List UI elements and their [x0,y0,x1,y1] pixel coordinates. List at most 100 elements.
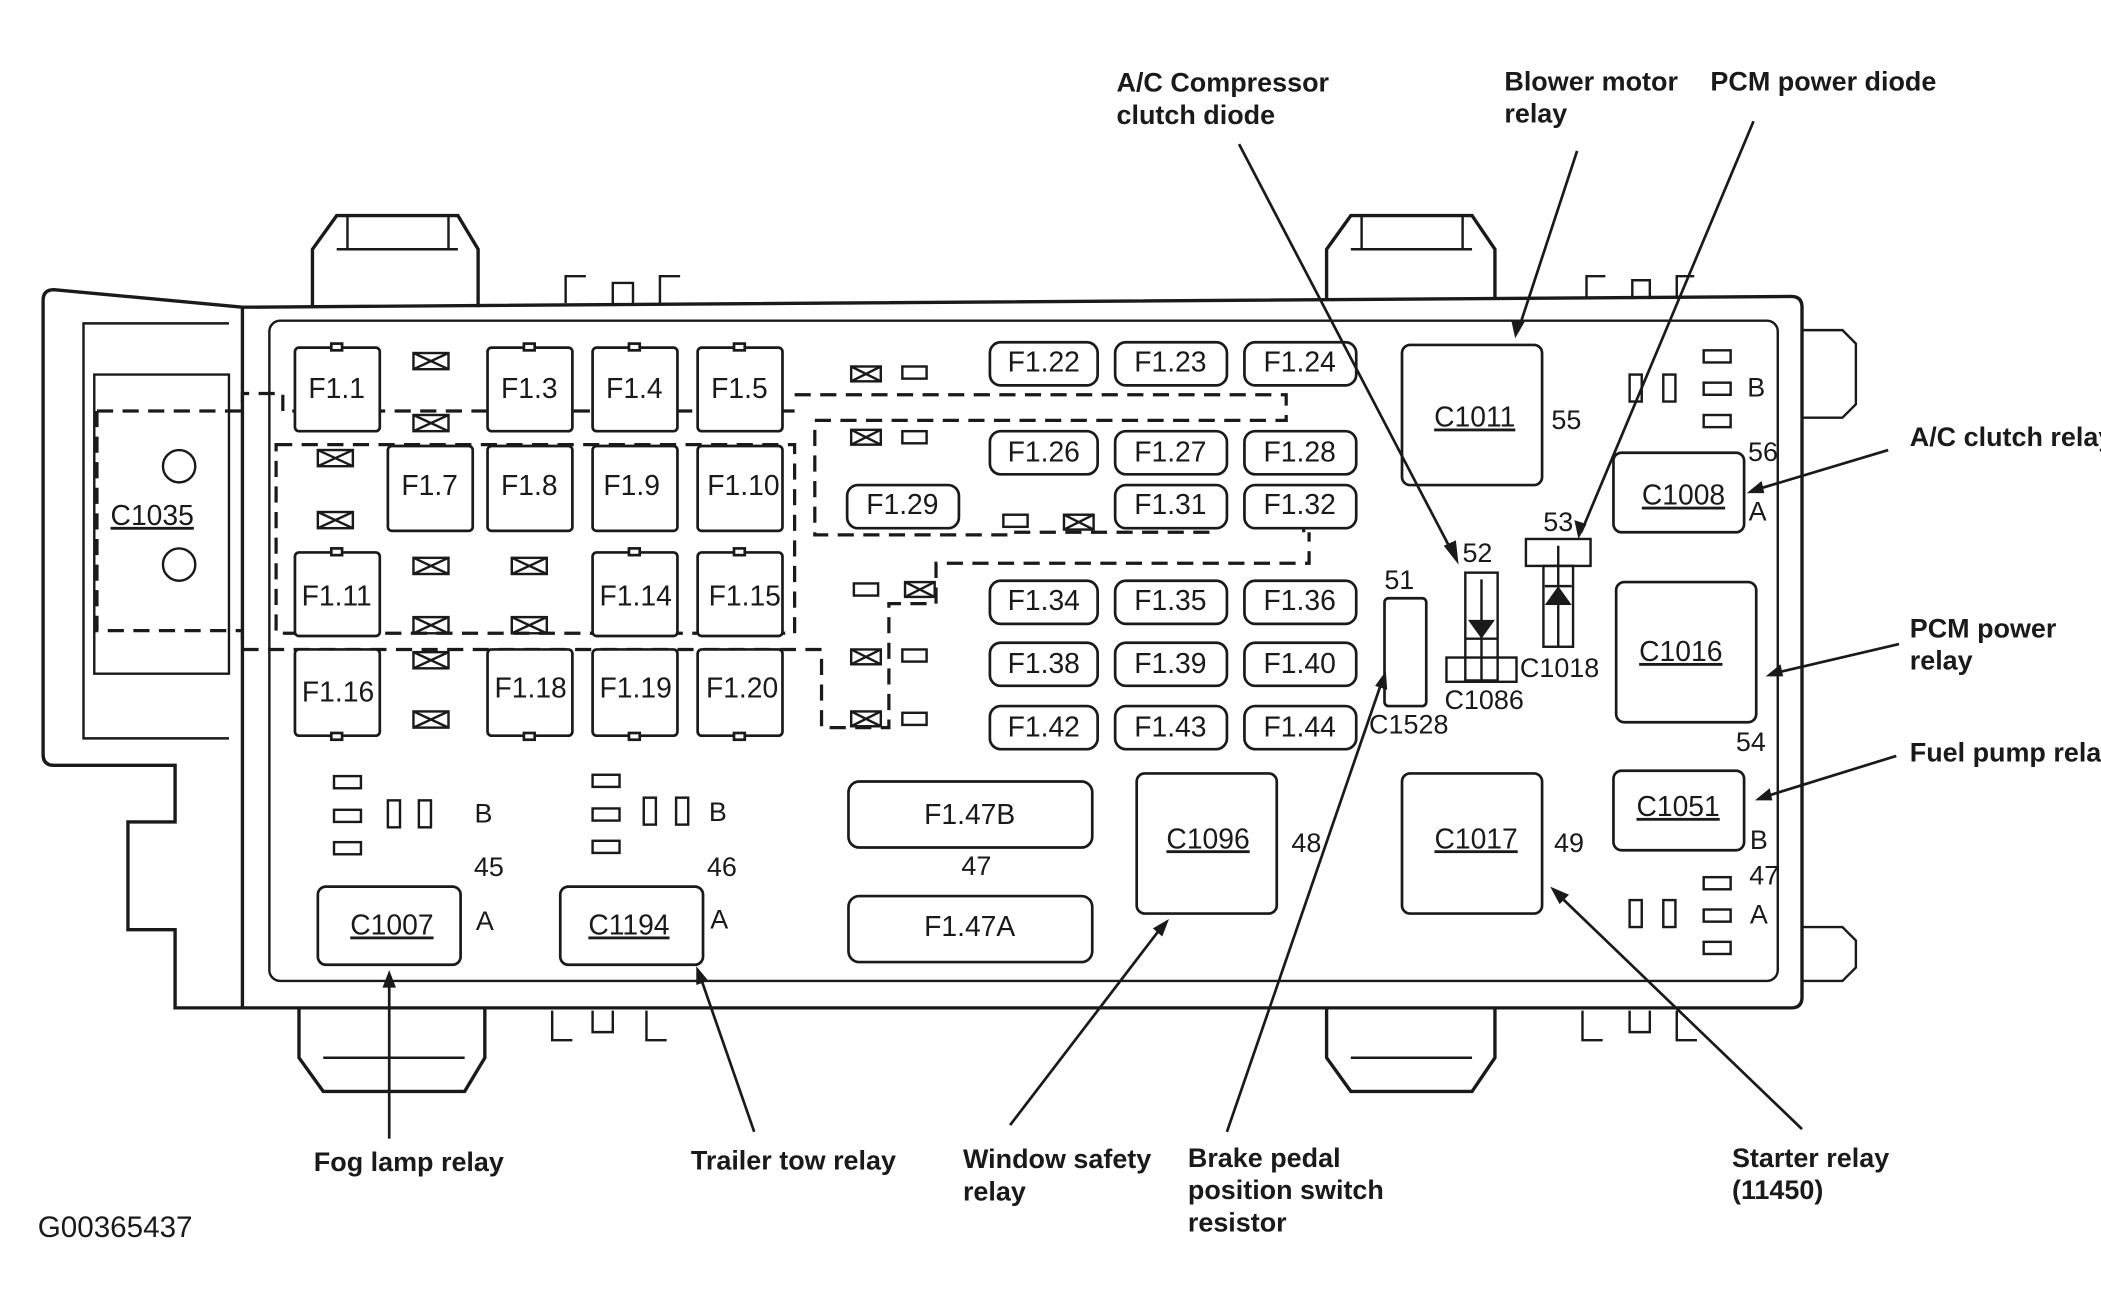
fuse: F1.14 [591,547,679,638]
fuse: F1.44 [1243,704,1358,751]
svg-text:F1.10: F1.10 [707,469,779,501]
fuse: F1.22 [988,340,1099,387]
figure-code: G00365437 [38,1211,193,1244]
svg-text:F1.35: F1.35 [1134,584,1206,616]
fuse: F1.43 [1113,704,1229,751]
svg-text:C1017: C1017 [1434,822,1517,854]
fuse: F1.47B [847,780,1094,849]
svg-text:F1.14: F1.14 [600,580,672,612]
fuse: F1.38 [988,641,1099,688]
svg-text:F1.11: F1.11 [302,580,372,612]
svg-text:F1.7: F1.7 [401,469,458,501]
svg-text:45: 45 [474,852,504,882]
fuse: F1.35 [1113,579,1229,626]
fuse: F1.23 [1113,340,1229,387]
fuse: F1.3 [486,342,574,433]
callout-trailer-tow-relay: Trailer tow relay [691,1146,896,1176]
fuse: F1.8 [486,444,574,533]
svg-text:F1.38: F1.38 [1008,647,1080,679]
svg-text:F1.20: F1.20 [706,671,778,703]
fuse: F1.4 [591,342,679,433]
svg-text:B: B [475,798,493,828]
svg-text:F1.26: F1.26 [1008,436,1080,468]
svg-text:F1.19: F1.19 [600,671,672,703]
svg-text:F1.5: F1.5 [711,372,768,404]
svg-text:F1.44: F1.44 [1264,710,1336,742]
fuse: F1.10 [696,444,784,533]
svg-text:54: 54 [1736,727,1766,757]
svg-text:51: 51 [1384,565,1414,595]
callout-fog-lamp-relay: Fog lamp relay [314,1147,504,1177]
svg-text:A: A [710,905,728,935]
svg-text:A: A [1749,496,1767,526]
svg-text:F1.39: F1.39 [1134,647,1206,679]
callout-starter-relay: Starter relay(11450) [1732,1143,1889,1205]
fuse: F1.31 [1113,483,1229,530]
svg-text:F1.18: F1.18 [495,671,567,703]
svg-text:A: A [1750,899,1768,929]
relay-c1096: C1096 [1135,772,1279,915]
svg-text:C1016: C1016 [1639,635,1722,667]
svg-text:F1.9: F1.9 [603,469,660,501]
svg-text:C1086: C1086 [1444,685,1523,715]
fuse: F1.20 [696,648,784,742]
fuse: F1.26 [988,429,1099,476]
position-numbers: 55 56 53 52 51 54 47 49 48 47 45 46 B A … [474,373,1779,937]
svg-text:48: 48 [1291,828,1321,858]
svg-text:C1008: C1008 [1642,479,1725,511]
callout-ac-clutch-relay: A/C clutch relay [1910,422,2101,452]
fuse-grid: F1.1 F1.3 F1.4 F1.5 F1.7 F1.8 F1.9 F1.10… [293,340,1358,964]
svg-text:F1.42: F1.42 [1008,710,1080,742]
svg-text:B: B [1750,825,1768,855]
svg-text:F1.47B: F1.47B [924,798,1015,830]
fuse: F1.29 [845,483,961,530]
svg-text:F1.24: F1.24 [1264,345,1336,377]
svg-text:C1194: C1194 [588,908,669,940]
svg-text:F1.4: F1.4 [606,372,663,404]
svg-text:F1.27: F1.27 [1134,436,1206,468]
relay-c1016: C1016 [1614,580,1758,724]
svg-text:52: 52 [1462,538,1492,568]
jumper-blocks [316,351,1095,729]
fuse: F1.1 [293,342,382,433]
svg-text:F1.16: F1.16 [302,675,374,707]
diode-c1018: C1018 [1520,537,1599,683]
svg-text:F1.43: F1.43 [1134,710,1206,742]
fuse: F1.27 [1113,429,1229,476]
relay-c1011: C1011 [1400,343,1544,487]
relay-c1017: C1017 [1400,772,1544,915]
fuse: F1.19 [591,648,679,742]
svg-text:F1.8: F1.8 [501,469,558,501]
svg-text:F1.28: F1.28 [1264,436,1336,468]
svg-text:B: B [709,797,727,827]
fuse: F1.39 [1113,641,1229,688]
svg-text:47: 47 [961,851,991,881]
fuse: F1.36 [1243,579,1358,626]
fuse: F1.40 [1243,641,1358,688]
callout-pcm-power-diode: PCM power diode [1710,66,1936,96]
svg-text:47: 47 [1749,860,1779,890]
svg-text:F1.22: F1.22 [1008,345,1080,377]
svg-text:F1.32: F1.32 [1264,488,1336,520]
svg-text:A: A [476,906,494,936]
callout-fuel-pump-relay: Fuel pump relay [1910,737,2101,767]
svg-text:F1.29: F1.29 [866,488,938,520]
svg-text:F1.31: F1.31 [1134,488,1206,520]
leader-lines [382,120,1900,1139]
svg-text:F1.36: F1.36 [1264,584,1336,616]
svg-text:C1007: C1007 [350,908,433,940]
svg-text:F1.23: F1.23 [1134,345,1206,377]
fuse: F1.16 [293,648,382,742]
diode-c1086: C1086 [1444,571,1524,715]
svg-text:F1.40: F1.40 [1264,647,1336,679]
svg-text:F1.15: F1.15 [709,580,781,612]
fuse: F1.9 [591,444,679,533]
fuse: F1.18 [486,648,574,742]
relay-c1008: C1008 [1612,451,1746,534]
svg-text:F1.3: F1.3 [501,372,558,404]
